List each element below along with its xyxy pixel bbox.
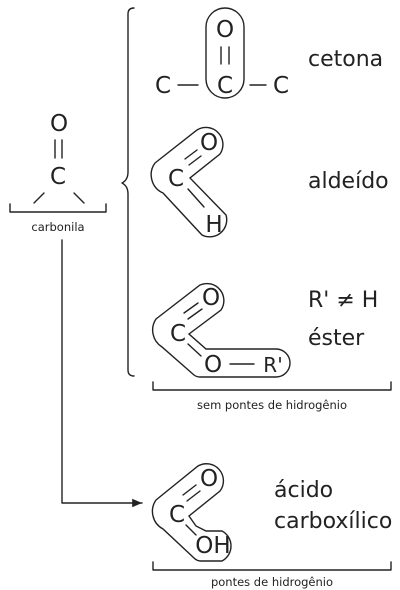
carbonyl-group: O C carbonila xyxy=(9,111,107,234)
ketone-carbon: C xyxy=(217,73,233,99)
ester-r-group: R' xyxy=(263,353,282,377)
acid-highlight xyxy=(151,463,232,562)
ketone-left-carbon: C xyxy=(155,73,171,99)
aldehyde-structure: O C H aldeído xyxy=(150,126,389,238)
no-hbond-underbrace xyxy=(152,381,392,391)
aldehyde-hydrogen: H xyxy=(205,212,222,238)
ester-label: éster xyxy=(308,326,365,351)
aldehyde-oxygen: O xyxy=(200,130,218,156)
ester-structure: O C O R' R' ≠ H éster xyxy=(151,282,378,378)
ketone-label: cetona xyxy=(308,47,383,72)
acid-structure: O C OH ácido carboxílico xyxy=(151,463,392,562)
carbonyl-oxygen: O xyxy=(50,111,68,137)
aldehyde-highlight xyxy=(150,126,228,238)
ester-carbonyl-oxygen: O xyxy=(202,285,220,311)
acid-carbon: C xyxy=(169,502,185,528)
group-brace xyxy=(121,7,135,377)
no-hbond-caption: sem pontes de hidrogênio xyxy=(197,398,347,412)
ester-single-oxygen: O xyxy=(204,352,222,378)
hbond-underbrace xyxy=(152,561,392,571)
acid-carbonyl-oxygen: O xyxy=(200,466,218,492)
ester-condition-label: R' ≠ H xyxy=(308,288,378,313)
ketone-right-carbon: C xyxy=(273,73,289,99)
hbond-caption: pontes de hidrogênio xyxy=(211,575,333,589)
acid-label-line1: ácido xyxy=(274,478,333,503)
carbonyl-carbon: C xyxy=(50,164,66,190)
arrow-to-acid xyxy=(61,239,143,508)
ketone-highlight xyxy=(205,7,245,99)
aldehyde-label: aldeído xyxy=(308,169,389,194)
acid-hydroxyl: OH xyxy=(195,533,230,559)
ketone-structure: C O C C cetona xyxy=(155,7,383,99)
ester-carbon: C xyxy=(170,321,186,347)
ketone-oxygen: O xyxy=(216,17,234,43)
ester-highlight xyxy=(151,282,291,378)
carbonyl-underbrace xyxy=(9,203,107,213)
acid-label-line2: carboxílico xyxy=(274,509,392,534)
aldehyde-carbon: C xyxy=(168,166,184,192)
carbonyl-caption: carbonila xyxy=(31,220,84,234)
